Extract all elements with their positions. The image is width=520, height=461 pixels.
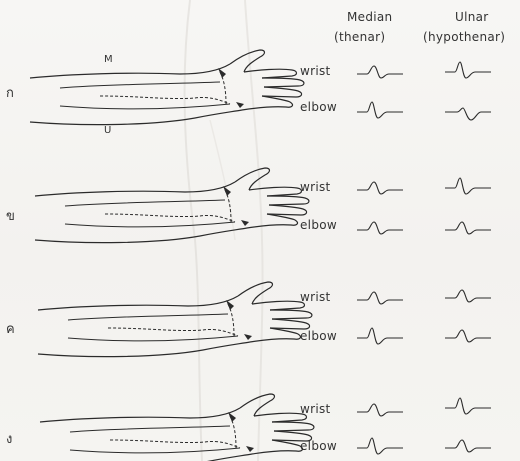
waveform-median-elbow-c	[357, 328, 403, 344]
arm-diagram-panel-a	[30, 50, 304, 125]
arm-diagram-panel-b	[35, 168, 309, 243]
waveform-ulnar-wrist-a	[445, 62, 491, 78]
waveform-median-elbow-d	[357, 438, 403, 454]
waveform-ulnar-wrist-c	[445, 290, 491, 302]
waveform-median-elbow-b	[357, 222, 403, 234]
waveform-ulnar-elbow-b	[445, 222, 491, 234]
waveform-median-wrist-d	[357, 404, 403, 416]
waveform-median-elbow-a	[357, 102, 403, 118]
waveform-median-wrist-c	[357, 292, 403, 304]
waveform-ulnar-elbow-d	[445, 440, 491, 452]
waveform-ulnar-wrist-d	[445, 398, 491, 414]
waveform-ulnar-wrist-b	[445, 178, 491, 194]
arm-diagram-panel-d	[40, 394, 314, 461]
waveform-median-wrist-b	[357, 182, 403, 194]
waveform-median-wrist-a	[357, 66, 403, 78]
waveform-ulnar-elbow-c	[445, 330, 491, 342]
arm-diagram-panel-c	[38, 282, 312, 357]
waveform-ulnar-elbow-a	[445, 108, 491, 120]
